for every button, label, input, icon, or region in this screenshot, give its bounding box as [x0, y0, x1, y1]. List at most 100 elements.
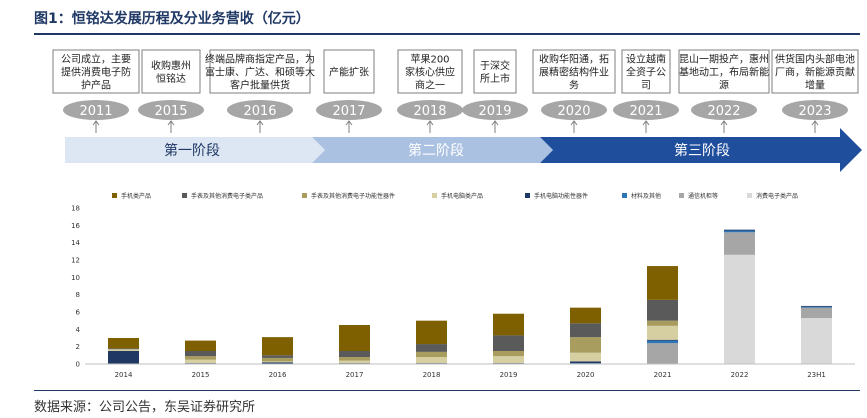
up-arrow-icon: [642, 120, 650, 126]
legend-item: 手机类产品: [112, 192, 151, 200]
year-pill: [316, 100, 382, 120]
bar-segment: [801, 318, 832, 364]
y-tick-label: 4: [76, 326, 81, 334]
bar-segment: [570, 337, 601, 353]
event-desc-line: 收购华阳通，拓: [539, 53, 609, 66]
bar-segment: [108, 351, 139, 364]
event-desc-line: 基地动工，布局新能: [679, 66, 769, 79]
bar-segment: [339, 360, 370, 364]
legend-swatch: [679, 193, 684, 198]
event-desc-line: 提供消费电子防: [61, 66, 131, 79]
footer-divider: [34, 390, 860, 391]
event-desc-line: 收购惠州: [151, 59, 191, 72]
stage-label-1: 第一阶段: [164, 142, 220, 159]
stage-band-3: [540, 128, 862, 172]
legend-label: 手机类产品: [121, 192, 151, 200]
event-desc-line: 司: [641, 81, 651, 92]
timeline: 公司成立，主要提供消费电子防护产品2011收购惠州恒铭达2015终端品牌商指定产…: [52, 49, 862, 172]
bar-segment: [416, 344, 447, 352]
bar-segment: [493, 335, 524, 351]
event-box: [621, 49, 671, 94]
bar-segment: [570, 352, 601, 362]
x-tick-label: 2021: [654, 371, 672, 379]
up-arrow-icon: [491, 120, 499, 126]
bar-segment: [339, 357, 370, 361]
legend-item: 通信机柜等: [679, 192, 718, 200]
event-desc-line: 厂商，新能源贡献: [775, 66, 855, 79]
year-label: 2023: [798, 104, 831, 119]
year-label: 2011: [79, 104, 112, 119]
legend-item: 消费电子类产品: [747, 192, 798, 200]
bar-segment: [108, 338, 139, 349]
year-pill: [227, 100, 293, 120]
event-box: [323, 49, 375, 94]
x-tick-label: 2019: [500, 371, 518, 379]
x-tick-label: 23H1: [807, 371, 826, 379]
event-desc-line: 所上市: [480, 72, 510, 85]
up-arrow-icon: [720, 120, 728, 126]
year-label: 2022: [707, 104, 740, 119]
year-pill: [63, 100, 129, 120]
bar-segment: [108, 348, 139, 350]
event-box: [397, 49, 463, 94]
stage-label-3: 第三阶段: [674, 142, 730, 159]
bar-segment: [647, 320, 678, 326]
bar-segment: [416, 320, 447, 345]
year-label: 2017: [332, 104, 365, 119]
revenue-chart: 手机类产品手表及其他消费电子类产品手表及其他消费电子功能性器件手机电脑类产品手机…: [71, 192, 855, 379]
stage-band-2: [312, 137, 553, 163]
bar-segment: [647, 299, 678, 321]
event-desc-line: 客户批量供货: [230, 79, 290, 92]
legend-item: 手表及其他消费电子功能性器件: [302, 192, 395, 200]
bar-segment: [262, 362, 293, 364]
event-desc-line: 于深交: [480, 59, 510, 72]
legend-label: 手表及其他消费电子功能性器件: [311, 192, 395, 200]
year-label: 2016: [243, 104, 276, 119]
legend-swatch: [622, 193, 627, 198]
event-desc-line: 富士康、广达、和硕等大: [205, 66, 315, 79]
bar-segment: [185, 351, 216, 357]
bar-segment: [724, 230, 755, 233]
legend-label: 手表及其他消费电子类产品: [191, 192, 263, 200]
bar-segment: [724, 229, 755, 231]
up-arrow-icon: [345, 120, 353, 126]
event-desc-line: 公司成立，主要: [61, 53, 131, 66]
y-tick-label: 18: [71, 205, 80, 213]
event-box: [532, 49, 616, 94]
event-desc-line: 家核心供应: [405, 66, 455, 79]
legend-swatch: [525, 193, 530, 198]
year-label: 2021: [629, 104, 662, 119]
year-label: 2015: [154, 104, 187, 119]
up-arrow-icon: [811, 120, 819, 126]
bar-segment: [185, 359, 216, 364]
bar-segment: [647, 266, 678, 300]
bar-segment: [801, 306, 832, 308]
legend-label: 手机电脑功能性器件: [534, 192, 588, 200]
legend-item: 手机电脑功能性器件: [525, 192, 588, 200]
bar-segment: [647, 340, 678, 344]
x-tick-label: 2020: [577, 371, 595, 379]
event-box: [141, 49, 201, 94]
year-pill: [462, 100, 528, 120]
bar-segment: [647, 343, 678, 364]
stage-label-2: 第二阶段: [408, 142, 464, 159]
event-desc-line: 增量: [805, 79, 825, 92]
event-desc-line: 供货国内头部电池: [775, 53, 855, 66]
x-tick-label: 2016: [269, 371, 287, 379]
up-arrow-icon: [92, 120, 100, 126]
event-desc-line: 设立越南: [626, 53, 666, 66]
event-box: [678, 49, 770, 94]
event-desc-line: 全资子公: [626, 66, 666, 79]
legend-swatch: [302, 193, 307, 198]
bar-segment: [801, 307, 832, 319]
bar-segment: [262, 355, 293, 358]
y-tick-label: 12: [71, 257, 80, 265]
